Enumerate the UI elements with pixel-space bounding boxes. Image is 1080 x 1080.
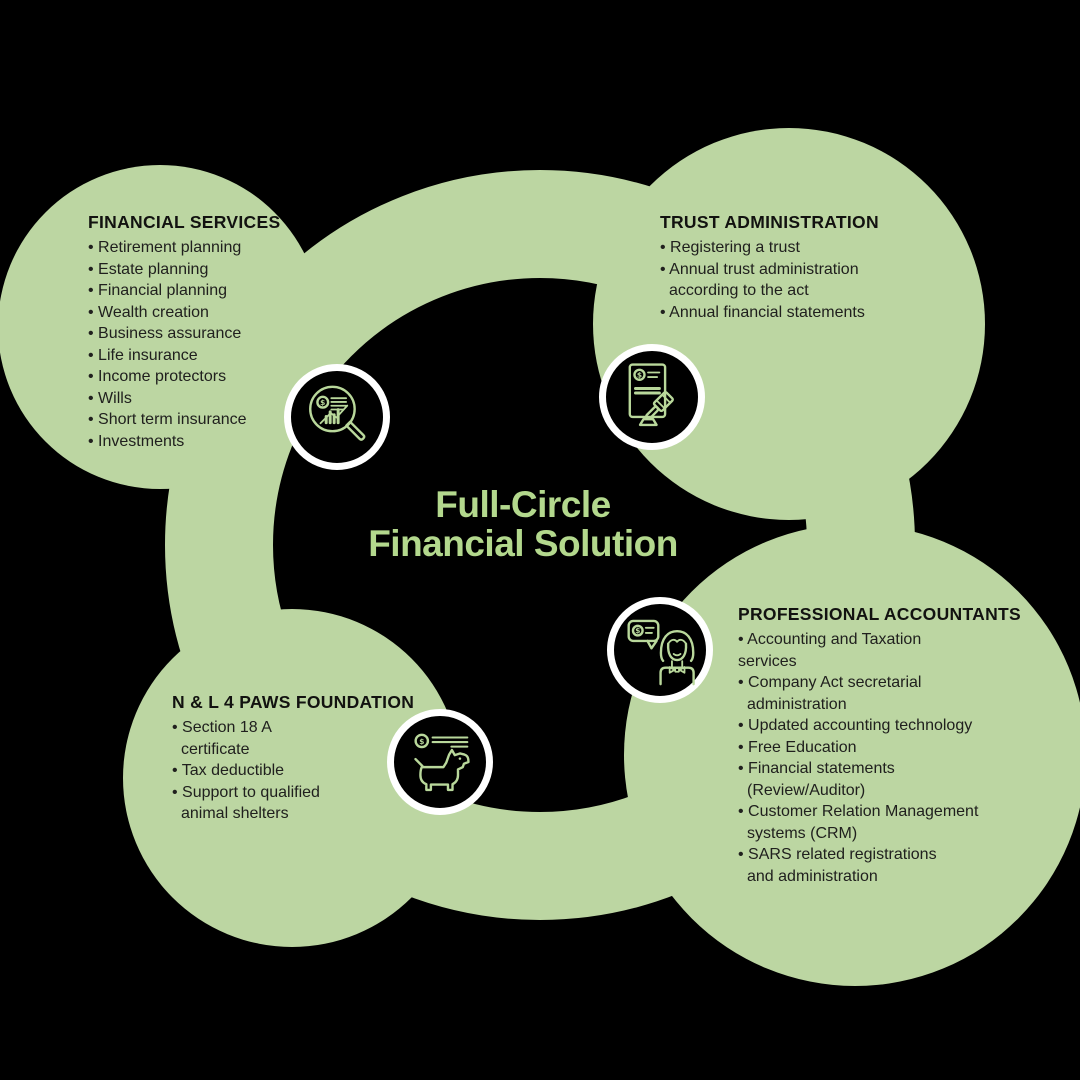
list-item: • Estate planning (88, 260, 209, 278)
list-item: • Income protectors (88, 368, 227, 385)
list-item: • Wealth creation (88, 303, 209, 321)
magnifier-chart-icon: $ (309, 385, 366, 441)
financial-services-list: • Retirement planning • Estate planning … (88, 237, 280, 452)
list-item: • Support to qualified (172, 783, 320, 801)
list-item-continuation: animal shelters (181, 805, 289, 822)
list-item: • Annual trust administration (660, 260, 859, 278)
list-item: • Short term insurance (88, 411, 247, 428)
list-item: • SARS related registrations (738, 846, 937, 863)
title-line-2: Financial Solution (368, 522, 678, 564)
title-line-1: Full-Circle (435, 484, 611, 525)
list-item: • Section 18 A (172, 719, 272, 736)
paws-foundation-heading: N & L 4 PAWS FOUNDATION (172, 692, 415, 712)
page-title: Full-Circle Financial Solution (223, 484, 823, 564)
list-item: • Retirement planning (88, 239, 242, 256)
list-item: • Wills (88, 389, 132, 407)
list-item-continuation: administration (747, 695, 847, 713)
professional-accountants-badge: $ (607, 597, 713, 703)
blob-paws-foundation (123, 609, 461, 947)
blob-trust-administration (593, 128, 985, 520)
list-item-continuation: according to the act (669, 282, 809, 299)
list-item: • Financial planning (88, 282, 228, 299)
section-professional-accountants: PROFESSIONAL ACCOUNTANTS • Accounting an… (738, 604, 1021, 887)
blob-professional-accountants (624, 524, 1080, 986)
list-item-continuation: systems (CRM) (747, 824, 858, 842)
section-trust-administration: TRUST ADMINISTRATION • Registering a tru… (660, 212, 879, 323)
list-item: • Investments (88, 432, 185, 450)
list-item: • Life insurance (88, 346, 198, 364)
list-item: • Annual financial statements (660, 303, 865, 321)
financial-services-heading: FINANCIAL SERVICES (88, 212, 281, 232)
section-paws-foundation: N & L 4 PAWS FOUNDATION • Section 18 A c… (172, 692, 414, 825)
list-item: • Business assurance (88, 325, 242, 342)
accountant-speech-icon: $ (627, 619, 695, 686)
trust-administration-badge: $ (599, 344, 705, 450)
list-item: • Financial statements (738, 760, 895, 777)
list-item: • Customer Relation Management (738, 803, 979, 820)
list-item-continuation: services (738, 652, 797, 670)
list-item-continuation: and administration (747, 867, 878, 885)
list-item: • Registering a trust (660, 239, 800, 256)
section-financial-services: FINANCIAL SERVICES • Retirement planning… (88, 212, 280, 452)
list-item: • Accounting and Taxation (738, 631, 922, 648)
coin-symbol: $ (320, 398, 325, 407)
professional-accountants-heading: PROFESSIONAL ACCOUNTANTS (738, 604, 1021, 624)
list-item: • Free Education (738, 738, 857, 756)
list-item-continuation: certificate (181, 740, 250, 758)
financial-analysis-badge: $ (284, 364, 390, 470)
coin-symbol: $ (637, 370, 642, 379)
professional-accountants-list: • Accounting and Taxation services • Com… (738, 629, 1021, 887)
list-item-continuation: (Review/Auditor) (747, 781, 866, 799)
dog-donation-icon: $ (414, 733, 470, 792)
coin-symbol: $ (419, 737, 424, 746)
list-item: • Company Act secretarial (738, 674, 922, 691)
list-item: • Tax deductible (172, 762, 285, 779)
trust-administration-heading: TRUST ADMINISTRATION (660, 212, 879, 232)
trust-administration-list: • Registering a trust • Annual trust adm… (660, 237, 879, 323)
coin-symbol: $ (635, 626, 640, 635)
paws-foundation-badge: $ (387, 709, 493, 815)
list-item: • Updated accounting technology (738, 717, 973, 734)
document-gavel-icon: $ (628, 363, 674, 427)
blob-financial-services (0, 165, 322, 489)
paws-foundation-list: • Section 18 A certificate • Tax deducti… (172, 717, 414, 825)
